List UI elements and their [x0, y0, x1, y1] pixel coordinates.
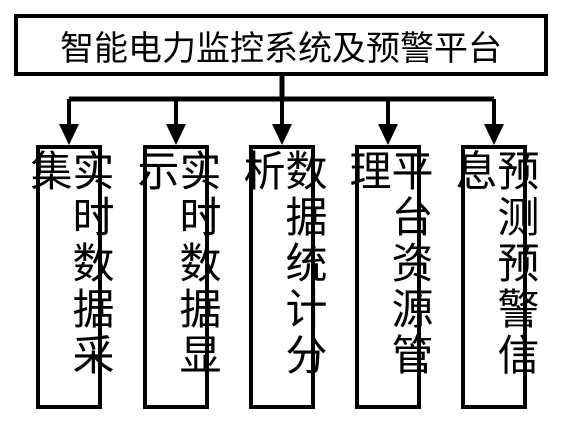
arrow-to-child-3	[272, 99, 292, 145]
child-node-label: 数据统计分析	[237, 149, 328, 379]
child-node-forecast-warning: 预测预警信息	[449, 145, 540, 409]
child-node-data-collection: 实时数据采集	[24, 145, 115, 409]
child-node-data-display: 实时数据显示	[131, 145, 222, 409]
arrow-to-child-1	[59, 99, 79, 145]
child-node-label: 实时数据采集	[24, 149, 115, 379]
arrow-to-child-2	[166, 99, 186, 145]
root-node-box: 智能电力监控系统及预警平台	[14, 14, 548, 76]
child-node-label: 平台资源管理	[343, 149, 434, 379]
child-node-label: 实时数据显示	[131, 149, 222, 379]
child-node-label: 预测预警信息	[449, 149, 540, 379]
arrow-to-child-4	[378, 99, 398, 145]
arrow-to-child-5	[484, 99, 504, 145]
root-node-label: 智能电力监控系统及预警平台	[60, 28, 502, 69]
child-node-statistics-analysis: 数据统计分析	[237, 145, 328, 409]
child-node-resource-management: 平台资源管理	[343, 145, 434, 409]
